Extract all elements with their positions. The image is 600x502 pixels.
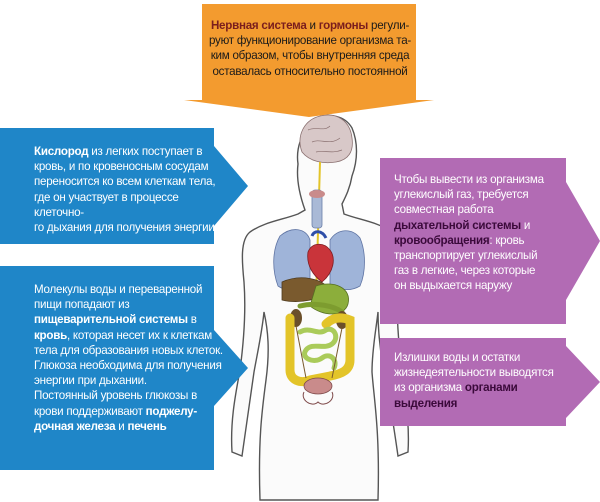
co2-callout: Чтобы вывести из организма углекислый га… — [380, 158, 600, 324]
hormones-callout-text: Нервная система и гормоны регули- руют ф… — [208, 19, 412, 78]
right-arrow-shape — [380, 338, 600, 426]
right-arrow-shape — [380, 158, 600, 324]
down-arrow-shape — [184, 4, 434, 117]
excretion-callout: Излишки воды и остатки жизнедеятельности… — [380, 338, 600, 426]
digestion-callout: Молекулы воды и переваренной пищи попада… — [0, 266, 248, 470]
right-arrow-shape — [0, 128, 248, 244]
excretion-callout-text: Излишки воды и остатки жизнедеятельности… — [394, 351, 554, 410]
right-arrow-shape — [0, 266, 248, 470]
oxygen-callout-text: Кислород из легких поступает в кровь, и … — [34, 145, 216, 235]
hormones-callout: Нервная система и гормоны регули- руют ф… — [184, 4, 434, 117]
digestion-callout-text: Молекулы воды и переваренной пищи попада… — [34, 283, 223, 433]
oxygen-callout: Кислород из легких поступает в кровь, и … — [0, 128, 248, 244]
co2-callout-text: Чтобы вывести из организма углекислый га… — [394, 173, 544, 293]
brain-organ — [299, 114, 353, 164]
